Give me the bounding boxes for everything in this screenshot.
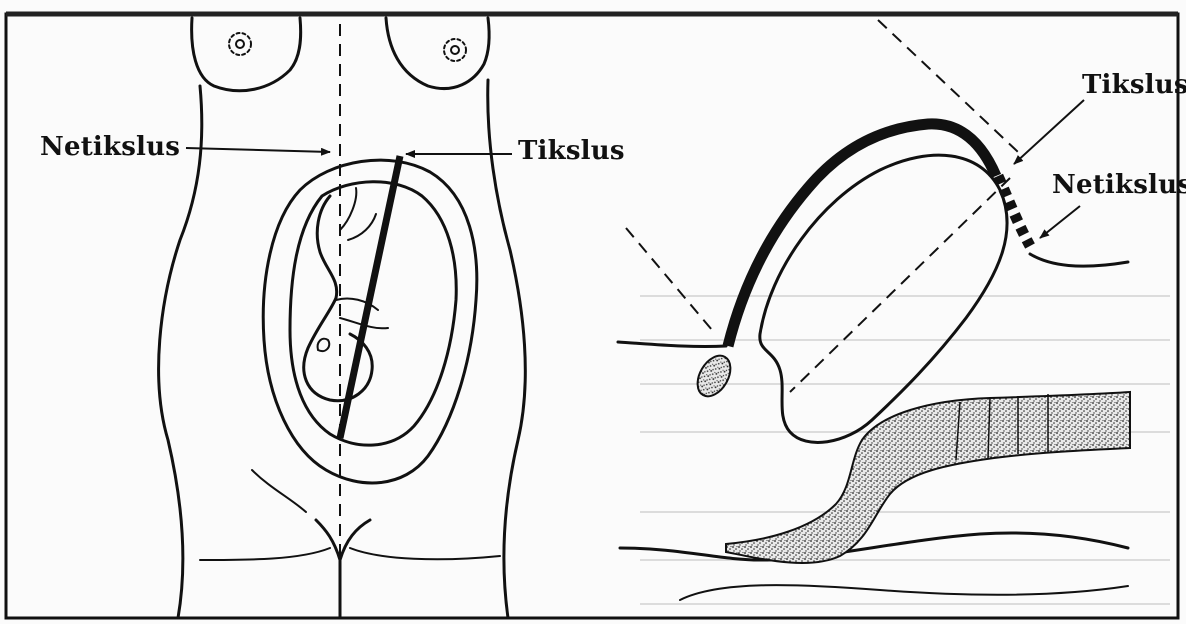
right-breast bbox=[386, 18, 489, 89]
side-view-figure bbox=[618, 155, 1128, 600]
pubic-line bbox=[316, 520, 370, 560]
label-netikslus-right: Netikslus bbox=[1052, 170, 1186, 200]
guide-line-left bbox=[626, 228, 712, 330]
label-netikslus-left: Netikslus bbox=[40, 132, 180, 162]
left-breast bbox=[192, 18, 301, 91]
arrow-netikslus-right bbox=[1040, 206, 1080, 238]
label-tikslus-right: Tikslus bbox=[1082, 70, 1186, 100]
fundal-height-dashed bbox=[998, 176, 1030, 246]
uterus-outer bbox=[263, 160, 477, 483]
lower-back-line bbox=[620, 533, 1128, 560]
left-nipple-areola bbox=[229, 33, 251, 55]
arrow-tikslus-right bbox=[1014, 100, 1084, 164]
pubic-bone bbox=[691, 350, 737, 402]
fetus-limb bbox=[340, 188, 376, 240]
left-body-contour bbox=[159, 86, 202, 618]
fetus-ear bbox=[318, 339, 330, 351]
label-tikslus-left: Tikslus bbox=[518, 136, 625, 166]
guide-line-diagonal bbox=[790, 178, 1010, 392]
bottom-line bbox=[680, 585, 1128, 600]
fetus-body bbox=[304, 196, 372, 401]
right-nipple-areola bbox=[444, 39, 466, 61]
front-line-left bbox=[618, 342, 726, 347]
abdomen-right-line bbox=[1030, 254, 1128, 266]
arrow-netikslus-left bbox=[186, 148, 330, 152]
torso-figure bbox=[159, 18, 526, 618]
measurement-axis bbox=[340, 156, 400, 438]
